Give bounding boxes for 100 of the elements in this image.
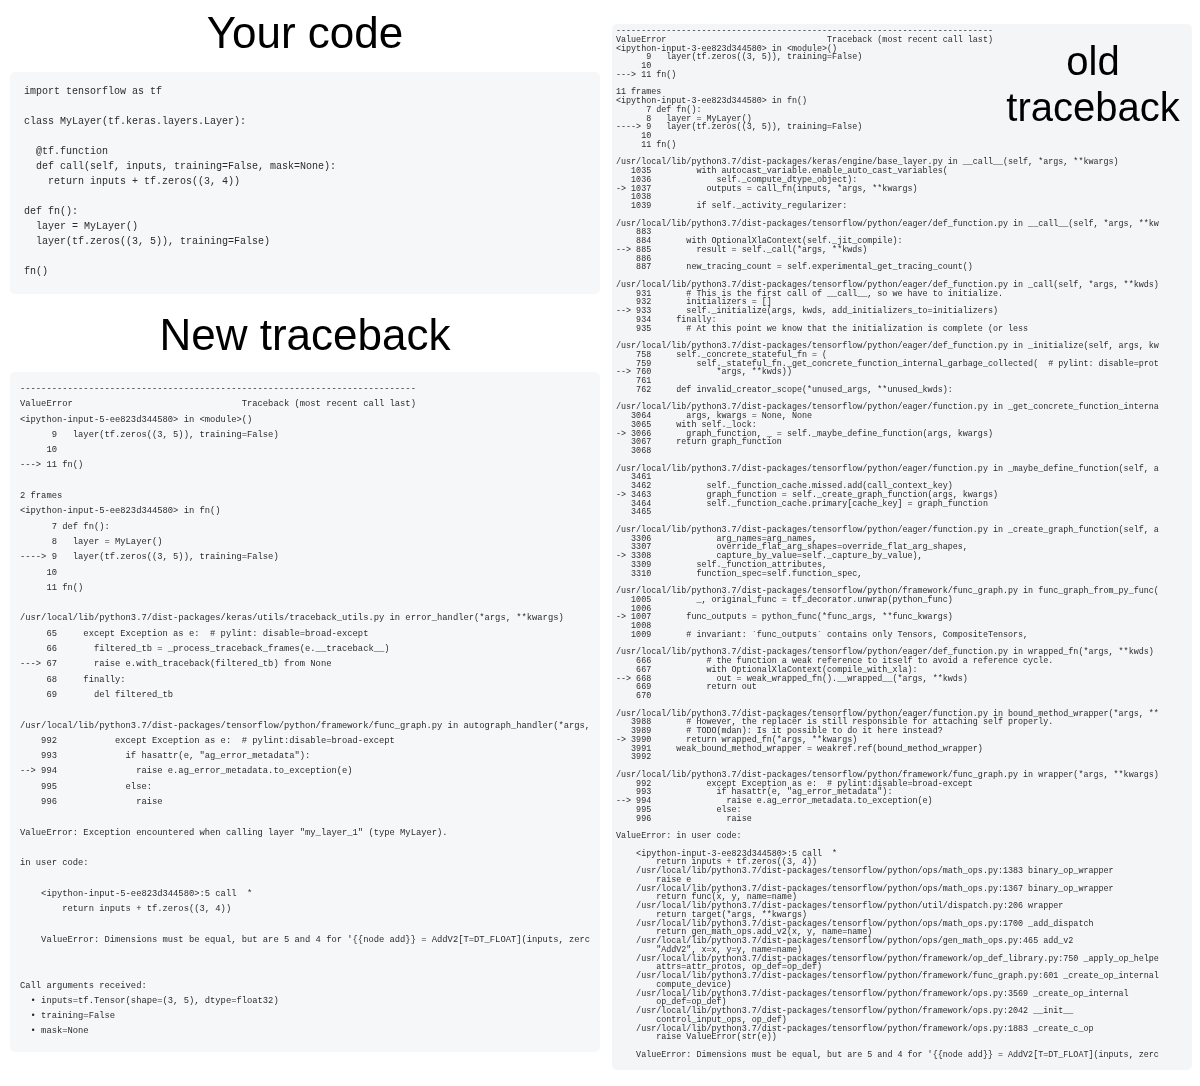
code-line: 1038 xyxy=(630,193,652,202)
code-line: /usr/local/lib/python3.7/dist-packages/tensorflow/python/framework/func_graph.py:601 _create_op_internal xyxy=(635,972,1159,981)
code-line: -> 3308 capture_by_value=self._capture_by_value), xyxy=(616,552,923,561)
panel-heading: old traceback xyxy=(1005,38,1181,130)
code-line: /usr/local/lib/python3.7/dist-packages/tensorflow/python/eager/function.py in _get_concrete_function_interna xyxy=(616,403,1159,412)
code-line: "AddV2", x=x, y=y, name=name) xyxy=(656,945,802,955)
code-line: /usr/local/lib/python3.7/dist-packages/tensorflow/python/framework/ops.py:2042 __init__ xyxy=(635,1007,1074,1016)
code-line: 11 fn() xyxy=(640,140,677,150)
code-line: 883 xyxy=(636,228,652,237)
code-line: 3992 xyxy=(630,753,652,762)
code-line: 995 else: xyxy=(635,805,742,815)
code-line: attrs=attr_protos, op_def=op_def) xyxy=(656,963,823,972)
code-line: return func(x, y, name=name) xyxy=(656,893,797,902)
code-line: 3306 arg_names=arg_names, xyxy=(631,534,818,544)
code-line: 3310 function_spec=self.function_spec, xyxy=(630,569,863,579)
code-line: 10 xyxy=(640,62,652,71)
code-line: 670 xyxy=(635,692,652,701)
code-line: 3464 self._function_cache.primary[cache_key] = graph_function xyxy=(630,499,988,509)
code-line: 934 finally: xyxy=(635,315,717,325)
code-line: • inputs=tf.Tensor(shape=(3, 5), dtype=float32) xyxy=(29,994,279,1008)
code-line: 996 raise xyxy=(635,814,752,824)
code-line: -> 3066 graph_function, _ = self._maybe_define_function(args, kwargs) xyxy=(616,429,993,439)
code-line: ValueError: Dimensions must be equal, but are 5 and 4 for '{{node add}} = AddV2[T=DT_FLOAT](inputs, zerc xyxy=(40,933,591,947)
code-line: 1005 _, original_func = tf_decorator.unwrap(python_func) xyxy=(631,595,953,605)
code-line: <ipython-input-3-ee823d344580> in fn() xyxy=(616,97,807,106)
code-line: --------------------------------------------------------------------------- xyxy=(616,27,993,36)
code-line: 7 def fn(): xyxy=(50,520,110,534)
code-line: 68 finally: xyxy=(45,673,126,687)
code-line: 3991 weak_bound_method_wrapper = weakref.ref(bound_method_wrapper) xyxy=(630,744,983,754)
code-line: class MyLayer(tf.keras.layers.Layer): xyxy=(24,115,247,129)
code-line: 11 fn() xyxy=(45,581,84,595)
code-line: 3307 override_flat_arg_shapes=override_flat_arg_shapes, xyxy=(630,543,968,552)
code-line: layer(tf.zeros((3, 5)), training=False) xyxy=(35,235,271,249)
code-line: return inputs + tf.zeros((3, 4)) xyxy=(47,175,241,189)
code-line: /usr/local/lib/python3.7/dist-packages/tensorflow/python/framework/func_graph.py in wrapper(*args, **kwargs) xyxy=(616,770,1159,780)
code-line: /usr/local/lib/python3.7/dist-packages/tensorflow/python/ops/math_ops.py:1700 _add_dispatch xyxy=(635,919,1094,929)
code-line: ----> 9 layer(tf.zeros((3, 5)), training=False) xyxy=(616,123,863,132)
code-line: 3067 return graph_function xyxy=(630,438,782,447)
code-line: op_def=op_def) xyxy=(656,998,727,1007)
code-line: 669 return out xyxy=(635,683,757,692)
code-line: Call arguments received: xyxy=(20,979,147,993)
code-line: --------------------------------------------------------------------------- xyxy=(20,383,416,396)
code-line: 11 frames xyxy=(616,88,662,97)
code-line: 666 # the function a weak reference to itself to avoid a reference cycle. xyxy=(636,657,1054,666)
code-line: --> 760 *args, **kwds)) xyxy=(616,368,792,377)
code-line: compute_device) xyxy=(656,980,732,990)
code-line: 758 self._concrete_stateful_fn = ( xyxy=(636,350,828,360)
code-line: <ipython-input-5-ee823d344580> in fn() xyxy=(20,505,221,519)
code-line: /usr/local/lib/python3.7/dist-packages/tensorflow/python/framework/ops.py:3569 _create_op_internal xyxy=(635,989,1129,999)
code-line: /usr/local/lib/python3.7/dist-packages/tensorflow/python/eager/def_function.py in wrapped_fn(*args, **kwds) xyxy=(616,648,1154,657)
code-line: 69 del filtered_tb xyxy=(45,688,174,702)
code-line: 884 with OptionalXlaContext(self._jit_compile): xyxy=(635,237,903,246)
code-line: /usr/local/lib/python3.7/dist-packages/tensorflow/python/eager/def_function.py in __call__(self, *args, **kw xyxy=(616,219,1159,229)
code-line: /usr/local/lib/python3.7/dist-packages/tensorflow/python/util/dispatch.py:206 wrapper xyxy=(635,902,1064,911)
code-line: 1039 if self._activity_regularizer: xyxy=(630,202,848,211)
code-line: 886 xyxy=(635,254,652,264)
code-line: --> 668 out = weak_wrapped_fn().__wrapped__(*args, **kwds) xyxy=(616,674,968,684)
code-line: <ipython-input-5-ee823d344580> in <module>() xyxy=(20,413,253,427)
code-line: fn() xyxy=(24,265,48,279)
code-line: 993 if hasattr(e, "ag_error_metadata"): xyxy=(40,750,311,764)
code-line: -> 1007 func_outputs = python_func(*func_args, **func_kwargs) xyxy=(616,613,953,622)
code-line: • training=False xyxy=(29,1010,116,1024)
code-line: 992 except Exception as e: # pylint:disable=broad-except xyxy=(40,734,395,748)
code-line: 9 layer(tf.zeros((3, 5)), training=False) xyxy=(646,53,863,62)
code-line: ---> 11 fn() xyxy=(616,70,677,80)
code-line: 3068 xyxy=(630,447,652,456)
code-line: return inputs + tf.zeros((3, 4)) xyxy=(61,903,232,917)
code-line: 762 def invalid_creator_scope(*unused_args, **unused_kwds): xyxy=(635,385,953,395)
code-line: 761 xyxy=(635,377,652,386)
code-line: return inputs + tf.zeros((3, 4)) xyxy=(656,858,818,867)
code-line: 3461 xyxy=(631,473,652,482)
code-line: 3064 args, kwargs = None, None xyxy=(631,412,812,421)
code-line: /usr/local/lib/python3.7/dist-packages/tensorflow/python/eager/function.py in _create_graph_function(self, a xyxy=(616,525,1159,535)
code-line: /usr/local/lib/python3.7/dist-packages/tensorflow/python/framework/func_graph.py in func_graph_from_py_func( xyxy=(616,587,1159,596)
code-line: -> 3463 graph_function = self._create_graph_function(args, kwargs) xyxy=(616,490,998,500)
code-line: ----> 9 layer(tf.zeros((3, 5)), training=False) xyxy=(20,551,279,565)
code-line: 887 new_tracing_count = self.experimental_get_tracing_count() xyxy=(635,263,973,272)
code-line: 1036 self._compute_dtype_object): xyxy=(630,175,858,185)
code-line: --> 885 result = self._call(*args, **kwds) xyxy=(616,245,868,255)
code-line: 65 except Exception as e: # pylint: disable=broad-except xyxy=(45,627,369,641)
code-line: def fn(): xyxy=(24,205,78,219)
code-line: 1009 # invariant: `func_outputs` contains only Tensors, CompositeTensors, xyxy=(630,630,1029,640)
code-line: 9 layer(tf.zeros((3, 5)), training=False) xyxy=(50,428,279,442)
code-line: 10 xyxy=(640,132,652,141)
code-line: /usr/local/lib/python3.7/dist-packages/keras/utils/traceback_utils.py in error_handler(*args, **kwargs) xyxy=(20,612,564,626)
code-line: --> 933 self._initialize(args, kwds, add_initializers_to=initializers) xyxy=(616,307,998,316)
code-line: ValueError Traceback (most recent call last) xyxy=(20,398,416,412)
code-line: 7 def fn(): xyxy=(646,105,702,115)
code-line: 10 xyxy=(45,444,57,458)
code-line: 759 self._stateful_fn._get_concrete_function_internal_garbage_collected( # pylint: disable=prot xyxy=(635,359,1159,369)
code-line: /usr/local/lib/python3.7/dist-packages/tensorflow/python/framework/ops.py:1883 _create_c_op xyxy=(635,1024,1094,1034)
code-line: 2 frames xyxy=(20,490,63,504)
code-line: ---> 11 fn() xyxy=(20,459,84,473)
code-line: /usr/local/lib/python3.7/dist-packages/keras/engine/base_layer.py in __call__(self, *args, **kwargs) xyxy=(616,158,1119,167)
code-line: • mask=None xyxy=(29,1025,89,1039)
panel-heading: New traceback xyxy=(159,311,451,360)
code-line: control_input_ops, op_def) xyxy=(656,1015,787,1025)
code-line: -> 1037 outputs = call_fn(inputs, *args, **kwargs) xyxy=(616,184,918,194)
code-line: /usr/local/lib/python3.7/dist-packages/tensorflow/python/eager/def_function.py in _initialize(self, args, kw xyxy=(616,342,1159,351)
code-line: 667 with OptionalXlaContext(compile_with_xla): xyxy=(635,665,918,675)
